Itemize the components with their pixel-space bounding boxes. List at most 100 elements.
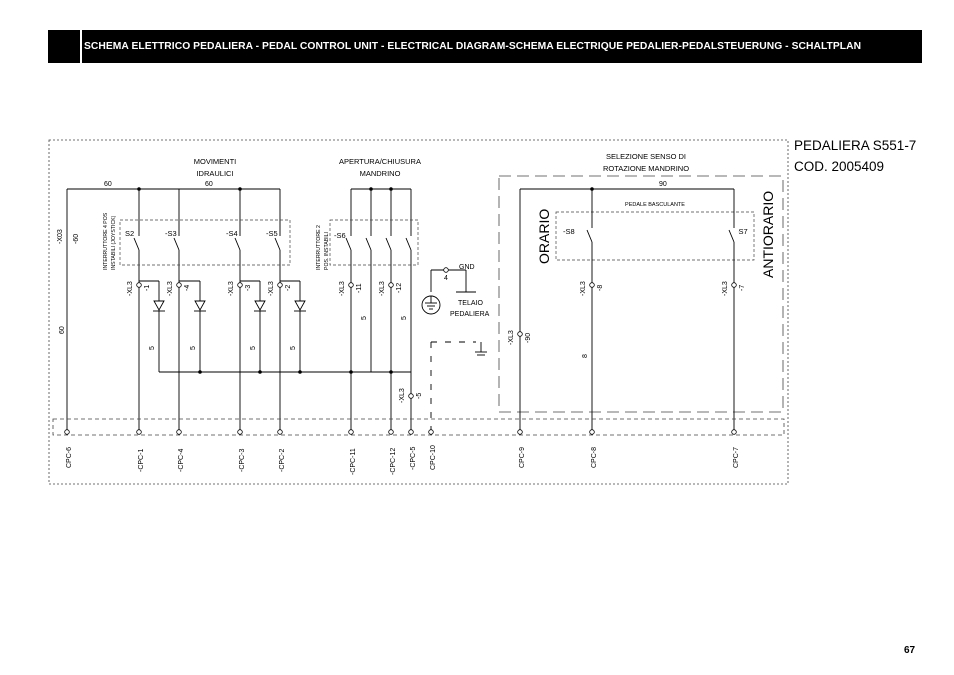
svg-text:-CPC-12: -CPC-12: [390, 448, 397, 475]
svg-text:-3: -3: [245, 285, 252, 291]
interruttore4-label-2: INSTABILI (JOYSTICK): [111, 215, 117, 270]
orario-label: ORARIO: [536, 209, 552, 264]
pedale-basculante-label: PEDALE BASCULANTE: [625, 202, 685, 208]
junction-dot: [238, 187, 242, 191]
svg-text:-7: -7: [739, 285, 746, 291]
terminal-labels-mandrino: -XL3 -11 -XL3 -12 -XL3 -5: [339, 281, 423, 403]
telaio-label-1: TELAIO: [458, 300, 483, 307]
ground-icon-lines: [425, 296, 437, 310]
section-apertura-2: MANDRINO: [360, 169, 401, 178]
header-bar: SCHEMA ELETTRICO PEDALIERA - PEDAL CONTR…: [48, 30, 922, 63]
connector-strip: [52, 418, 785, 436]
junction-dots: [369, 187, 393, 191]
switch-contacts-joystick: [133, 236, 284, 251]
svg-text:-XL3: -XL3: [167, 281, 174, 296]
svg-text:-XL3: -XL3: [228, 281, 235, 296]
section-apertura-1: APERTURA/CHIUSURA: [339, 157, 421, 166]
interruttore2-label-2: POS. INSTABILI: [324, 232, 330, 270]
wire-label-60: 60: [104, 181, 112, 188]
wire-label-60: 60: [59, 326, 66, 334]
switch-s5: -S5: [266, 229, 278, 238]
svg-text:-1: -1: [144, 285, 151, 291]
svg-text:-XL3: -XL3: [508, 330, 515, 345]
svg-text:-4: -4: [184, 285, 191, 291]
section-selezione-2: ROTAZIONE MANDRINO: [603, 164, 689, 173]
terminal-label: -60: [73, 234, 80, 244]
product-code: COD. 2005409: [794, 159, 884, 174]
diode-icon: [153, 300, 306, 312]
switch-s3: -S3: [165, 229, 177, 238]
switch-s7: -S7: [736, 227, 748, 236]
diagram-frame: [48, 139, 789, 485]
svg-text:-CPC-2: -CPC-2: [279, 449, 286, 472]
diode-branches: [139, 280, 411, 373]
telaio-label-2: PEDALIERA: [450, 311, 490, 318]
section-selezione-1: SELEZIONE SENSO DI: [606, 152, 686, 161]
interruttore4-label-1: INTERRUTTORE 4 POS: [103, 212, 109, 270]
wire-label-5: 5: [149, 346, 156, 350]
gnd-label: GND: [459, 264, 475, 271]
bus-90: [519, 188, 735, 432]
mandrino-switch-box: [329, 219, 419, 266]
junction-dot: [137, 187, 141, 191]
gnd-terminal: [443, 267, 449, 273]
junction-dot: [590, 187, 594, 191]
svg-text:-XL3: -XL3: [379, 281, 386, 296]
terminal-circles-rotation: [517, 282, 737, 337]
page-number: 67: [904, 645, 916, 656]
svg-text:-XL3: -XL3: [722, 281, 729, 296]
joystick-switch-box: [119, 219, 291, 266]
svg-text:-XL3: -XL3: [127, 281, 134, 296]
svg-text:CPC-10: CPC-10: [430, 445, 437, 470]
header-marker: [48, 30, 82, 63]
wire-label-5: 5: [361, 316, 368, 320]
svg-text:CPC-7: CPC-7: [733, 447, 740, 468]
terminal-label: -X03: [57, 229, 64, 244]
svg-text:CPC-8: CPC-8: [591, 447, 598, 468]
svg-text:-XL3: -XL3: [339, 281, 346, 296]
svg-text:-2: -2: [285, 285, 292, 291]
wire-label-5: 5: [250, 346, 257, 350]
svg-text:-5: -5: [416, 393, 423, 399]
section-movimenti-1: MOVIMENTI: [194, 157, 237, 166]
product-name: PEDALIERA S551-7: [794, 138, 916, 153]
svg-text:-CPC-3: -CPC-3: [239, 449, 246, 472]
svg-text:-11: -11: [356, 283, 363, 293]
antiorario-label: ANTIORARIO: [760, 191, 776, 278]
interruttore2-label-1: INTERRUTTORE 2: [316, 225, 322, 270]
section-movimenti-2: IDRAULICI: [196, 169, 233, 178]
switch-s6: -S6: [334, 231, 346, 240]
svg-text:-XL3: -XL3: [399, 388, 406, 403]
svg-text:CPC-6: CPC-6: [66, 447, 73, 468]
terminal-circles-left: [136, 282, 283, 288]
wire-label-5: 5: [401, 316, 408, 320]
terminal-labels-rotation: -XL3 -8 -XL3 -7 -XL3 -90: [508, 281, 746, 345]
wire-label-5: 5: [290, 346, 297, 350]
gnd-pin-label: 4: [444, 275, 448, 282]
connector-pin-circles: [64, 429, 737, 435]
wire-label-8: 8: [582, 354, 589, 358]
svg-text:CPC-9: CPC-9: [519, 447, 526, 468]
switch-s2: S2: [125, 229, 134, 238]
svg-text:-CPC-5: -CPC-5: [410, 447, 417, 470]
pedale-basculante-box: [555, 211, 755, 261]
switch-contacts-rotation: [586, 228, 738, 243]
terminal-labels-left: -XL3 -1 -XL3 -4 -XL3 -3 -XL3 -2: [127, 281, 292, 296]
ground-connection: [430, 269, 487, 432]
svg-text:-CPC-4: -CPC-4: [178, 449, 185, 472]
svg-text:-90: -90: [525, 333, 532, 343]
switch-contacts-mandrino: [345, 236, 415, 251]
page-title: SCHEMA ELETTRICO PEDALIERA - PEDAL CONTR…: [84, 41, 862, 52]
switch-s4: -S4: [226, 229, 238, 238]
terminal-circles-mandrino: [348, 282, 414, 399]
switch-s8: -S8: [563, 227, 575, 236]
bus-apertura: [350, 188, 412, 432]
svg-text:-XL3: -XL3: [580, 281, 587, 296]
wire-label-5: 5: [190, 346, 197, 350]
connector-pin-labels: CPC-6 -CPC-1 -CPC-4 -CPC-3 -CPC-2 -CPC-1…: [66, 445, 740, 475]
svg-text:-CPC-11: -CPC-11: [350, 448, 357, 475]
svg-text:-12: -12: [396, 283, 403, 293]
svg-text:-XL3: -XL3: [268, 281, 275, 296]
svg-text:-CPC-1: -CPC-1: [138, 449, 145, 472]
